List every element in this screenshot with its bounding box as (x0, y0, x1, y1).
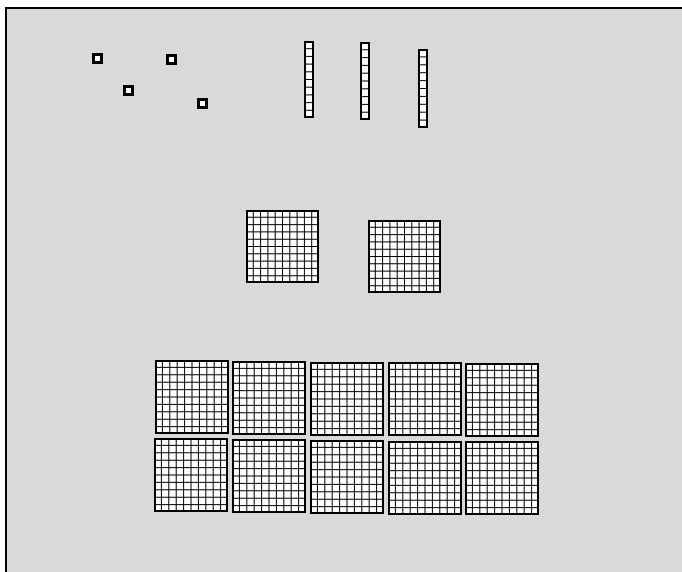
unit-cube (166, 54, 177, 65)
hundred-flat (232, 361, 306, 435)
ten-rod (360, 42, 370, 120)
hundred-flat (155, 360, 229, 434)
hundred-flat (465, 363, 539, 437)
hundred-flat (310, 362, 384, 436)
blocks-panel (5, 7, 682, 572)
hundred-flat (465, 441, 539, 515)
unit-cube (197, 98, 208, 109)
unit-cube (123, 85, 134, 96)
hundred-flat (246, 210, 319, 283)
unit-cube (92, 53, 103, 64)
hundred-flat (232, 439, 306, 513)
ten-rod (304, 41, 314, 118)
hundred-flat (154, 438, 228, 512)
hundred-flat (388, 362, 462, 436)
hundred-flat (310, 440, 384, 514)
hundred-flat (368, 220, 441, 293)
hundred-flat (388, 441, 462, 515)
ten-rod (418, 49, 428, 128)
